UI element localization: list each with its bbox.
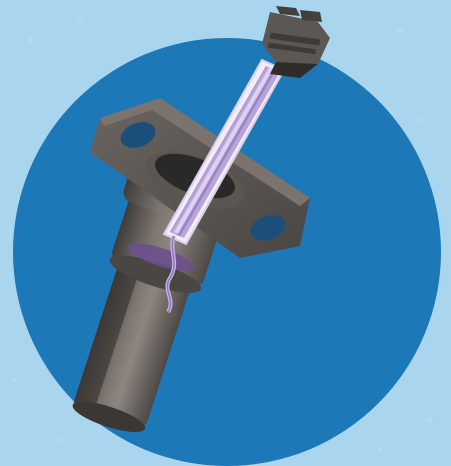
illustration-stage [0,0,451,466]
probe-illustration [0,0,451,466]
